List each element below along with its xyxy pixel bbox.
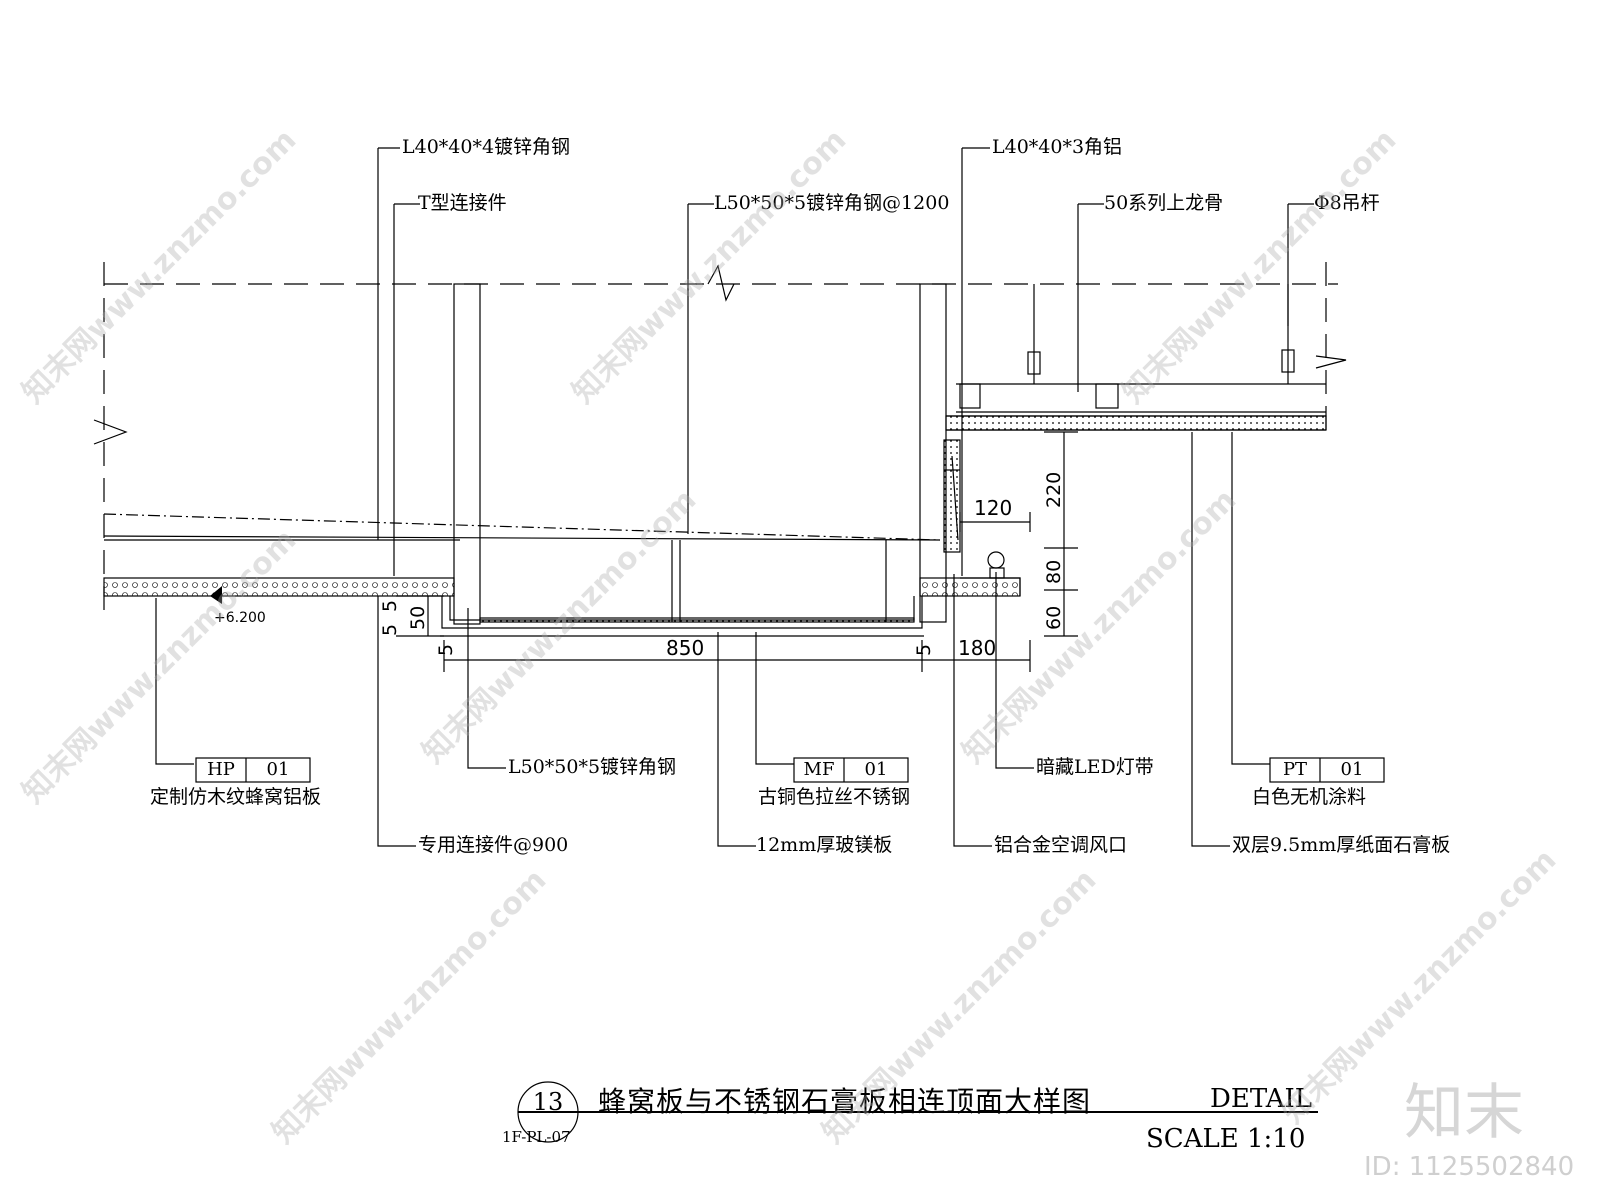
dim-850: 850 (666, 636, 705, 660)
callout-gypsum-board: 双层9.5mm厚纸面石膏板 (1232, 834, 1451, 856)
callout-l40x40x4-steel: L40*40*4镀锌角钢 (402, 136, 571, 158)
dim-60: 60 (1043, 605, 1065, 630)
callout-air-vent: 铝合金空调风口 (994, 834, 1128, 856)
drawing-title: 蜂窝板与不锈钢石膏板相连顶面大样图 (598, 1085, 1092, 1118)
dim-180: 180 (958, 636, 997, 660)
tag-desc-mf: 古铜色拉丝不锈钢 (758, 786, 911, 808)
callout-led-strip: 暗藏LED灯带 (1036, 756, 1154, 778)
tag-num-mf: 01 (864, 759, 888, 780)
tag-num-pt: 01 (1340, 759, 1364, 780)
callout-50-runner: 50系列上龙骨 (1104, 192, 1224, 214)
dim-50: 50 (407, 605, 429, 630)
detail-word: DETAIL (1210, 1084, 1313, 1114)
callout-l50-at-1200: L50*50*5镀锌角钢@1200 (714, 192, 950, 214)
tag-code-mf: MF (803, 759, 835, 780)
dim-5-c: 5 (435, 643, 457, 656)
tag-code-pt: PT (1282, 759, 1308, 780)
callout-l40x40x3-aluminum: L40*40*3角铝 (992, 136, 1123, 158)
tag-code-hp: HP (207, 759, 235, 780)
dim-5-b: 5 (379, 623, 401, 636)
callout-mgo-board: 12mm厚玻镁板 (756, 834, 893, 856)
elevation-mark: +6.200 (214, 610, 266, 626)
dim-220: 220 (1043, 471, 1065, 508)
dim-5-d: 5 (913, 643, 935, 656)
dim-5-a: 5 (379, 599, 401, 612)
brand-logo: 知末 (1404, 1078, 1524, 1148)
tag-num-hp: 01 (266, 759, 290, 780)
callout-special-connector: 专用连接件@900 (418, 834, 569, 856)
image-id: ID: 1125502840 (1364, 1152, 1575, 1182)
dim-80: 80 (1043, 559, 1065, 584)
dim-120: 120 (974, 496, 1013, 520)
sheet-reference: 1F-PL-07 (502, 1128, 571, 1146)
callout-l50-angle: L50*50*5镀锌角钢 (508, 756, 677, 778)
callout-hanger-rod: Φ8吊杆 (1314, 192, 1380, 214)
callout-t-connector: T型连接件 (418, 192, 507, 214)
detail-number: 13 (532, 1088, 564, 1116)
tag-desc-pt: 白色无机涂料 (1252, 786, 1367, 808)
tag-desc-hp: 定制仿木纹蜂窝铝板 (150, 786, 322, 808)
drawing-scale: SCALE 1:10 (1146, 1124, 1306, 1154)
